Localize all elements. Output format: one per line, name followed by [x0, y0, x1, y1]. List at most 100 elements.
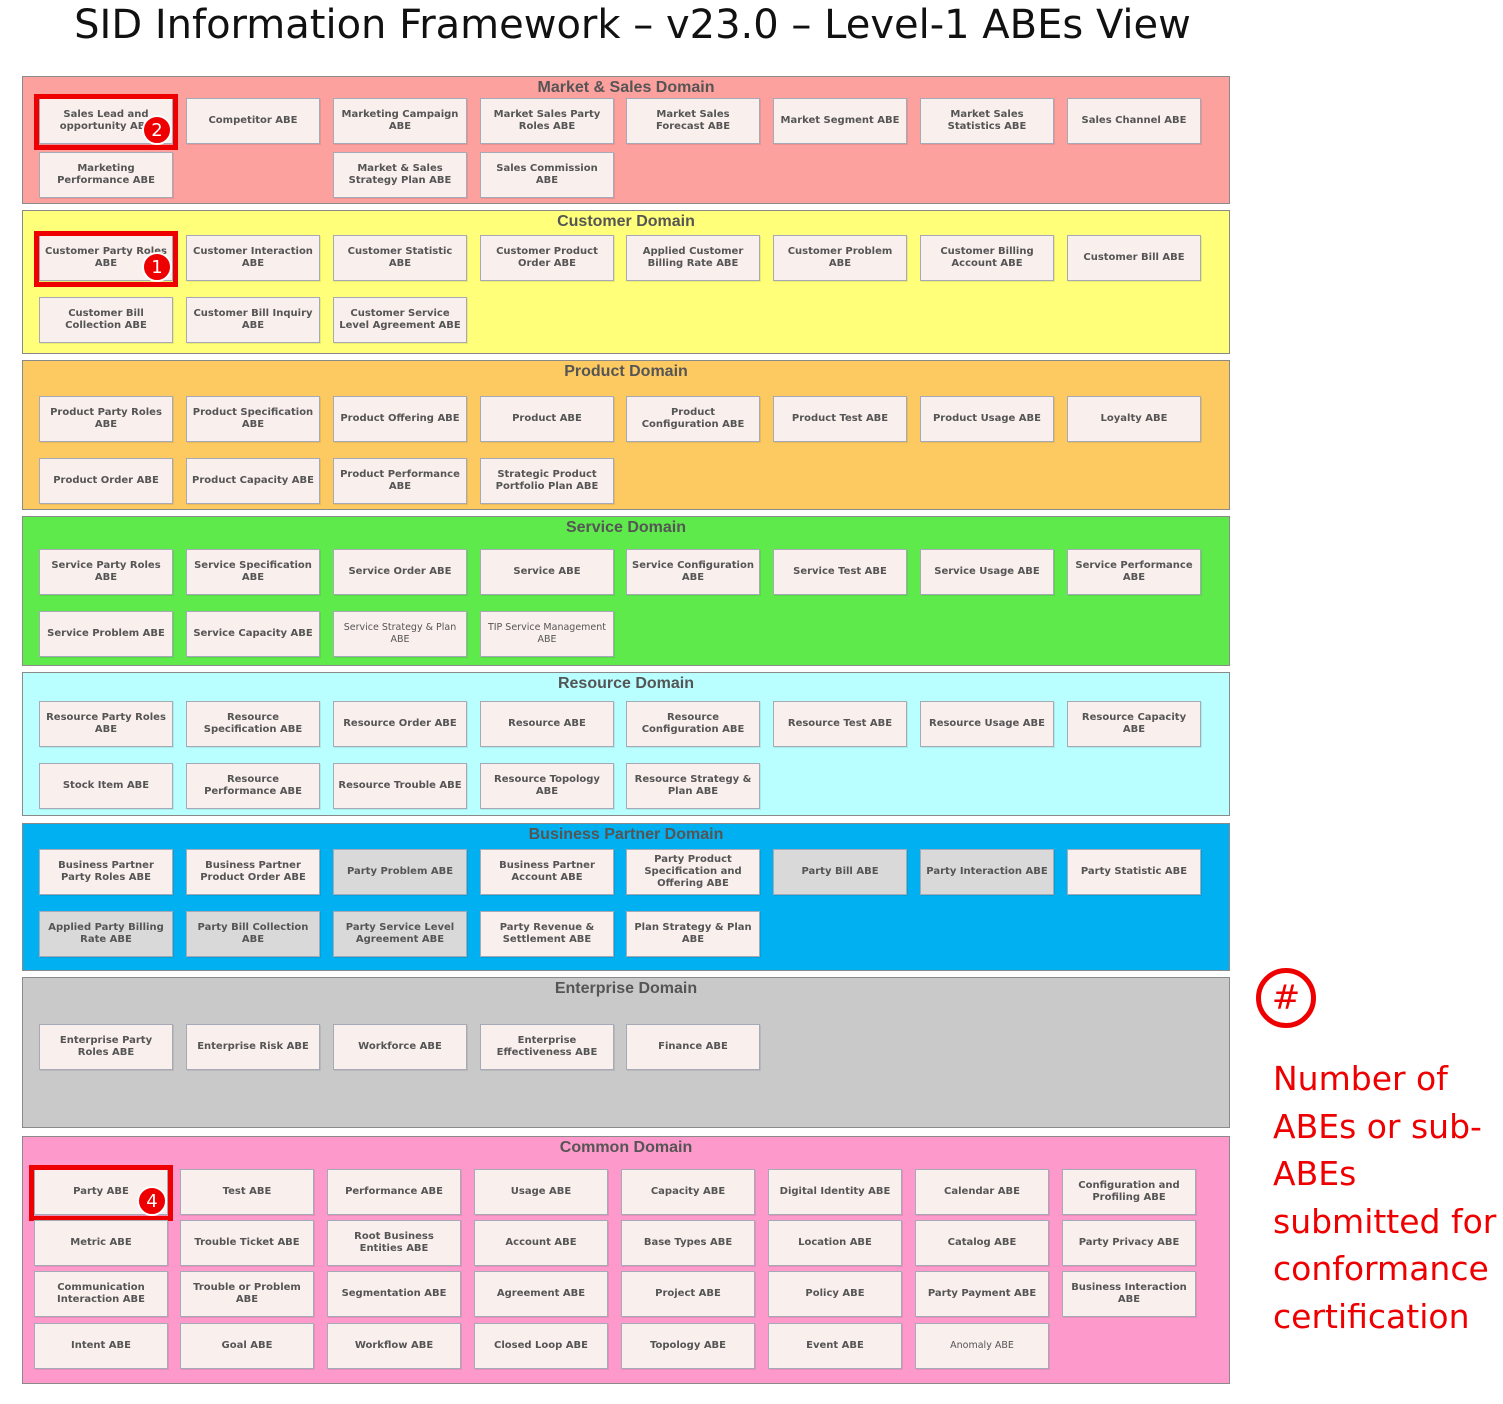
abe-box: Catalog ABE — [915, 1220, 1049, 1266]
abe-box: Intent ABE — [34, 1323, 168, 1369]
abe-box: Customer Service Level Agreement ABE — [333, 297, 467, 343]
abe-box: Marketing Performance ABE — [39, 152, 173, 198]
abe-box: Party Bill Collection ABE — [186, 911, 320, 957]
abe-box: Resource Usage ABE — [920, 701, 1054, 747]
abe-box: Communication Interaction ABE — [34, 1271, 168, 1317]
domain-title: Market & Sales Domain — [537, 79, 715, 96]
abe-box: Project ABE — [621, 1271, 755, 1317]
abe-box: Resource Order ABE — [333, 701, 467, 747]
abe-box: Resource Configuration ABE — [626, 701, 760, 747]
abe-box: Resource Specification ABE — [186, 701, 320, 747]
abe-box: TIP Service Management ABE — [480, 611, 614, 657]
abe-box: Product Offering ABE — [333, 396, 467, 442]
abe-box: Party Bill ABE — [773, 849, 907, 895]
abe-box: Digital Identity ABE — [768, 1169, 902, 1215]
abe-box: Business Partner Party Roles ABE — [39, 849, 173, 895]
abe-box: Metric ABE — [34, 1220, 168, 1266]
abe-box: Sales Channel ABE — [1067, 98, 1201, 144]
domain-title: Product Domain — [564, 363, 688, 380]
abe-box: Service Specification ABE — [186, 549, 320, 595]
abe-box: Customer Bill Collection ABE — [39, 297, 173, 343]
abe-box: Party Statistic ABE — [1067, 849, 1201, 895]
abe-box: Service Problem ABE — [39, 611, 173, 657]
abe-box: Anomaly ABE — [915, 1323, 1049, 1369]
abe-box: Service Performance ABE — [1067, 549, 1201, 595]
abe-box: Market Sales Party Roles ABE — [480, 98, 614, 144]
abe-box: Product Order ABE — [39, 458, 173, 504]
domain-title: Customer Domain — [557, 213, 695, 230]
abe-box: Account ABE — [474, 1220, 608, 1266]
abe-box: Resource Test ABE — [773, 701, 907, 747]
abe-box: Service Test ABE — [773, 549, 907, 595]
abe-box: Strategic Product Portfolio Plan ABE — [480, 458, 614, 504]
abe-box: Segmentation ABE — [327, 1271, 461, 1317]
count-badge: 2 — [142, 115, 172, 145]
abe-box: Product Party Roles ABE — [39, 396, 173, 442]
abe-box: Customer Bill ABE — [1067, 235, 1201, 281]
abe-box: Performance ABE — [327, 1169, 461, 1215]
abe-box: Business Partner Product Order ABE — [186, 849, 320, 895]
abe-box: Base Types ABE — [621, 1220, 755, 1266]
abe-box: Usage ABE — [474, 1169, 608, 1215]
abe-box: Service Capacity ABE — [186, 611, 320, 657]
abe-box: Product Specification ABE — [186, 396, 320, 442]
domain-title: Resource Domain — [557, 675, 695, 692]
domain-title: Service Domain — [565, 519, 687, 536]
abe-box: Enterprise Effectiveness ABE — [480, 1024, 614, 1070]
abe-box: Service ABE — [480, 549, 614, 595]
abe-box: Customer Product Order ABE — [480, 235, 614, 281]
legend-badge-symbol: # — [1256, 968, 1316, 1028]
abe-box: Marketing Campaign ABE — [333, 98, 467, 144]
abe-box: Trouble or Problem ABE — [180, 1271, 314, 1317]
abe-box: Party Privacy ABE — [1062, 1220, 1196, 1266]
abe-box: Party Payment ABE — [915, 1271, 1049, 1317]
abe-box: Market & Sales Strategy Plan ABE — [333, 152, 467, 198]
abe-box: Product Performance ABE — [333, 458, 467, 504]
abe-box: Applied Customer Billing Rate ABE — [626, 235, 760, 281]
abe-box: Service Usage ABE — [920, 549, 1054, 595]
abe-box: Calendar ABE — [915, 1169, 1049, 1215]
abe-box: Customer Bill Inquiry ABE — [186, 297, 320, 343]
abe-box: Party Problem ABE — [333, 849, 467, 895]
abe-box: Topology ABE — [621, 1323, 755, 1369]
abe-box: Resource Party Roles ABE — [39, 701, 173, 747]
abe-box: Service Party Roles ABE — [39, 549, 173, 595]
abe-box: Business Interaction ABE — [1062, 1271, 1196, 1317]
abe-box: Party Product Specification and Offering… — [626, 849, 760, 895]
abe-box: Service Configuration ABE — [626, 549, 760, 595]
abe-box: Event ABE — [768, 1323, 902, 1369]
count-badge: 4 — [137, 1186, 167, 1216]
abe-box: Sales Commission ABE — [480, 152, 614, 198]
legend-text: Number of ABEs or sub-ABEs submitted for… — [1273, 1059, 1497, 1336]
abe-box: Product ABE — [480, 396, 614, 442]
abe-box: Product Test ABE — [773, 396, 907, 442]
abe-box: Party Interaction ABE — [920, 849, 1054, 895]
abe-box: Business Partner Account ABE — [480, 849, 614, 895]
abe-box: Enterprise Risk ABE — [186, 1024, 320, 1070]
abe-box: Party Revenue & Settlement ABE — [480, 911, 614, 957]
abe-box: Service Strategy & Plan ABE — [333, 611, 467, 657]
abe-box: Customer Billing Account ABE — [920, 235, 1054, 281]
domain-title: Business Partner Domain — [528, 826, 724, 843]
abe-box: Resource Capacity ABE — [1067, 701, 1201, 747]
abe-box: Workflow ABE — [327, 1323, 461, 1369]
abe-box: Root Business Entities ABE — [327, 1220, 461, 1266]
domain-title: Common Domain — [559, 1139, 693, 1156]
abe-box: Resource Trouble ABE — [333, 763, 467, 809]
abe-box: Capacity ABE — [621, 1169, 755, 1215]
abe-box: Resource Strategy & Plan ABE — [626, 763, 760, 809]
abe-box: Loyalty ABE — [1067, 396, 1201, 442]
abe-box: Market Sales Statistics ABE — [920, 98, 1054, 144]
abe-box: Product Configuration ABE — [626, 396, 760, 442]
abe-box: Finance ABE — [626, 1024, 760, 1070]
abe-box: Resource Topology ABE — [480, 763, 614, 809]
abe-box: Goal ABE — [180, 1323, 314, 1369]
abe-box: Plan Strategy & Plan ABE — [626, 911, 760, 957]
abe-box: Market Segment ABE — [773, 98, 907, 144]
abe-box: Agreement ABE — [474, 1271, 608, 1317]
abe-box: Competitor ABE — [186, 98, 320, 144]
abe-box: Party Service Level Agreement ABE — [333, 911, 467, 957]
abe-box: Configuration and Profiling ABE — [1062, 1169, 1196, 1215]
abe-box: Trouble Ticket ABE — [180, 1220, 314, 1266]
abe-box: Closed Loop ABE — [474, 1323, 608, 1369]
